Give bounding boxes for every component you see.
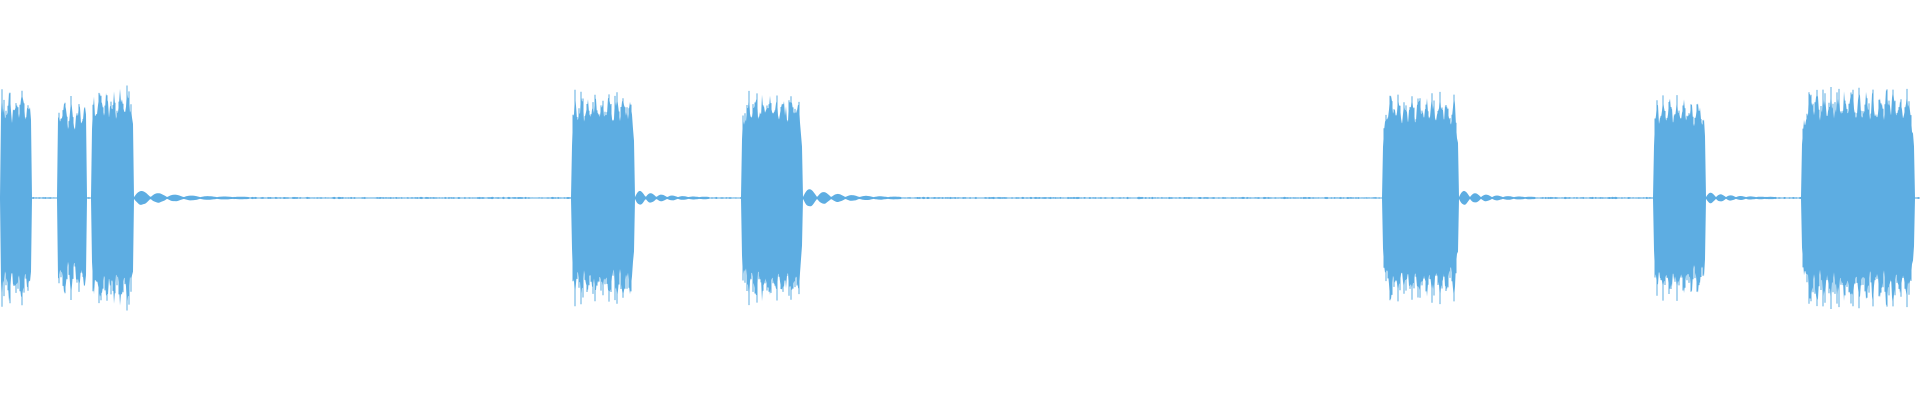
burst-7 [1654, 95, 1704, 301]
burst-2 [58, 96, 84, 300]
burst-4 [572, 89, 632, 307]
burst-5 [742, 90, 800, 306]
burst-3 [92, 85, 132, 311]
audio-waveform [0, 85, 1919, 311]
burst-6 [1383, 91, 1457, 305]
waveform-envelope [0, 88, 1919, 306]
burst-1 [1, 89, 29, 307]
burst-8 [1802, 87, 1912, 309]
